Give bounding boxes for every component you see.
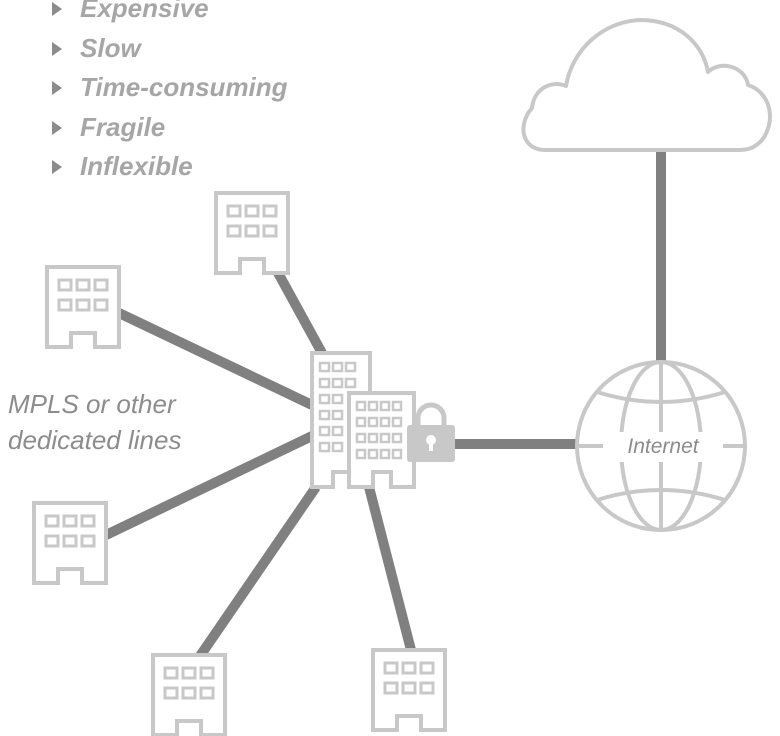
link-branch-bottom-right <box>364 485 416 652</box>
bullet-arrow-icon <box>52 81 62 95</box>
building-icon <box>45 265 121 349</box>
drawback-item: Expensive <box>52 0 288 29</box>
drawbacks-list: Expensive Slow Time-consuming Fragile In… <box>52 0 288 187</box>
cloud-icon <box>521 18 772 152</box>
drawback-item: Inflexible <box>52 147 288 187</box>
building-icon <box>371 648 447 732</box>
bullet-arrow-icon <box>52 120 62 135</box>
building-icon <box>151 653 227 736</box>
headquarters-building-icon <box>310 351 416 489</box>
building-icon <box>32 501 108 585</box>
link-branch-bottom-left <box>195 484 321 659</box>
bullet-arrow-icon <box>52 41 62 56</box>
bullet-arrow-icon <box>52 160 62 174</box>
link-branch-top <box>272 268 327 356</box>
building-icon <box>214 191 290 275</box>
connection-label-line1: MPLS or other <box>8 389 176 419</box>
link-branch-lower-left <box>101 431 315 541</box>
lock-icon <box>407 402 455 462</box>
connection-label-line2: dedicated lines <box>8 425 182 455</box>
link-branch-upper-left <box>116 308 315 410</box>
drawback-item: Time-consuming <box>52 68 288 108</box>
drawback-item: Slow <box>52 29 288 69</box>
bullet-arrow-icon <box>52 2 62 16</box>
drawback-item: Fragile <box>52 108 288 148</box>
connection-type-label: MPLS or other dedicated lines <box>8 386 181 458</box>
internet-label: Internet <box>603 432 723 462</box>
